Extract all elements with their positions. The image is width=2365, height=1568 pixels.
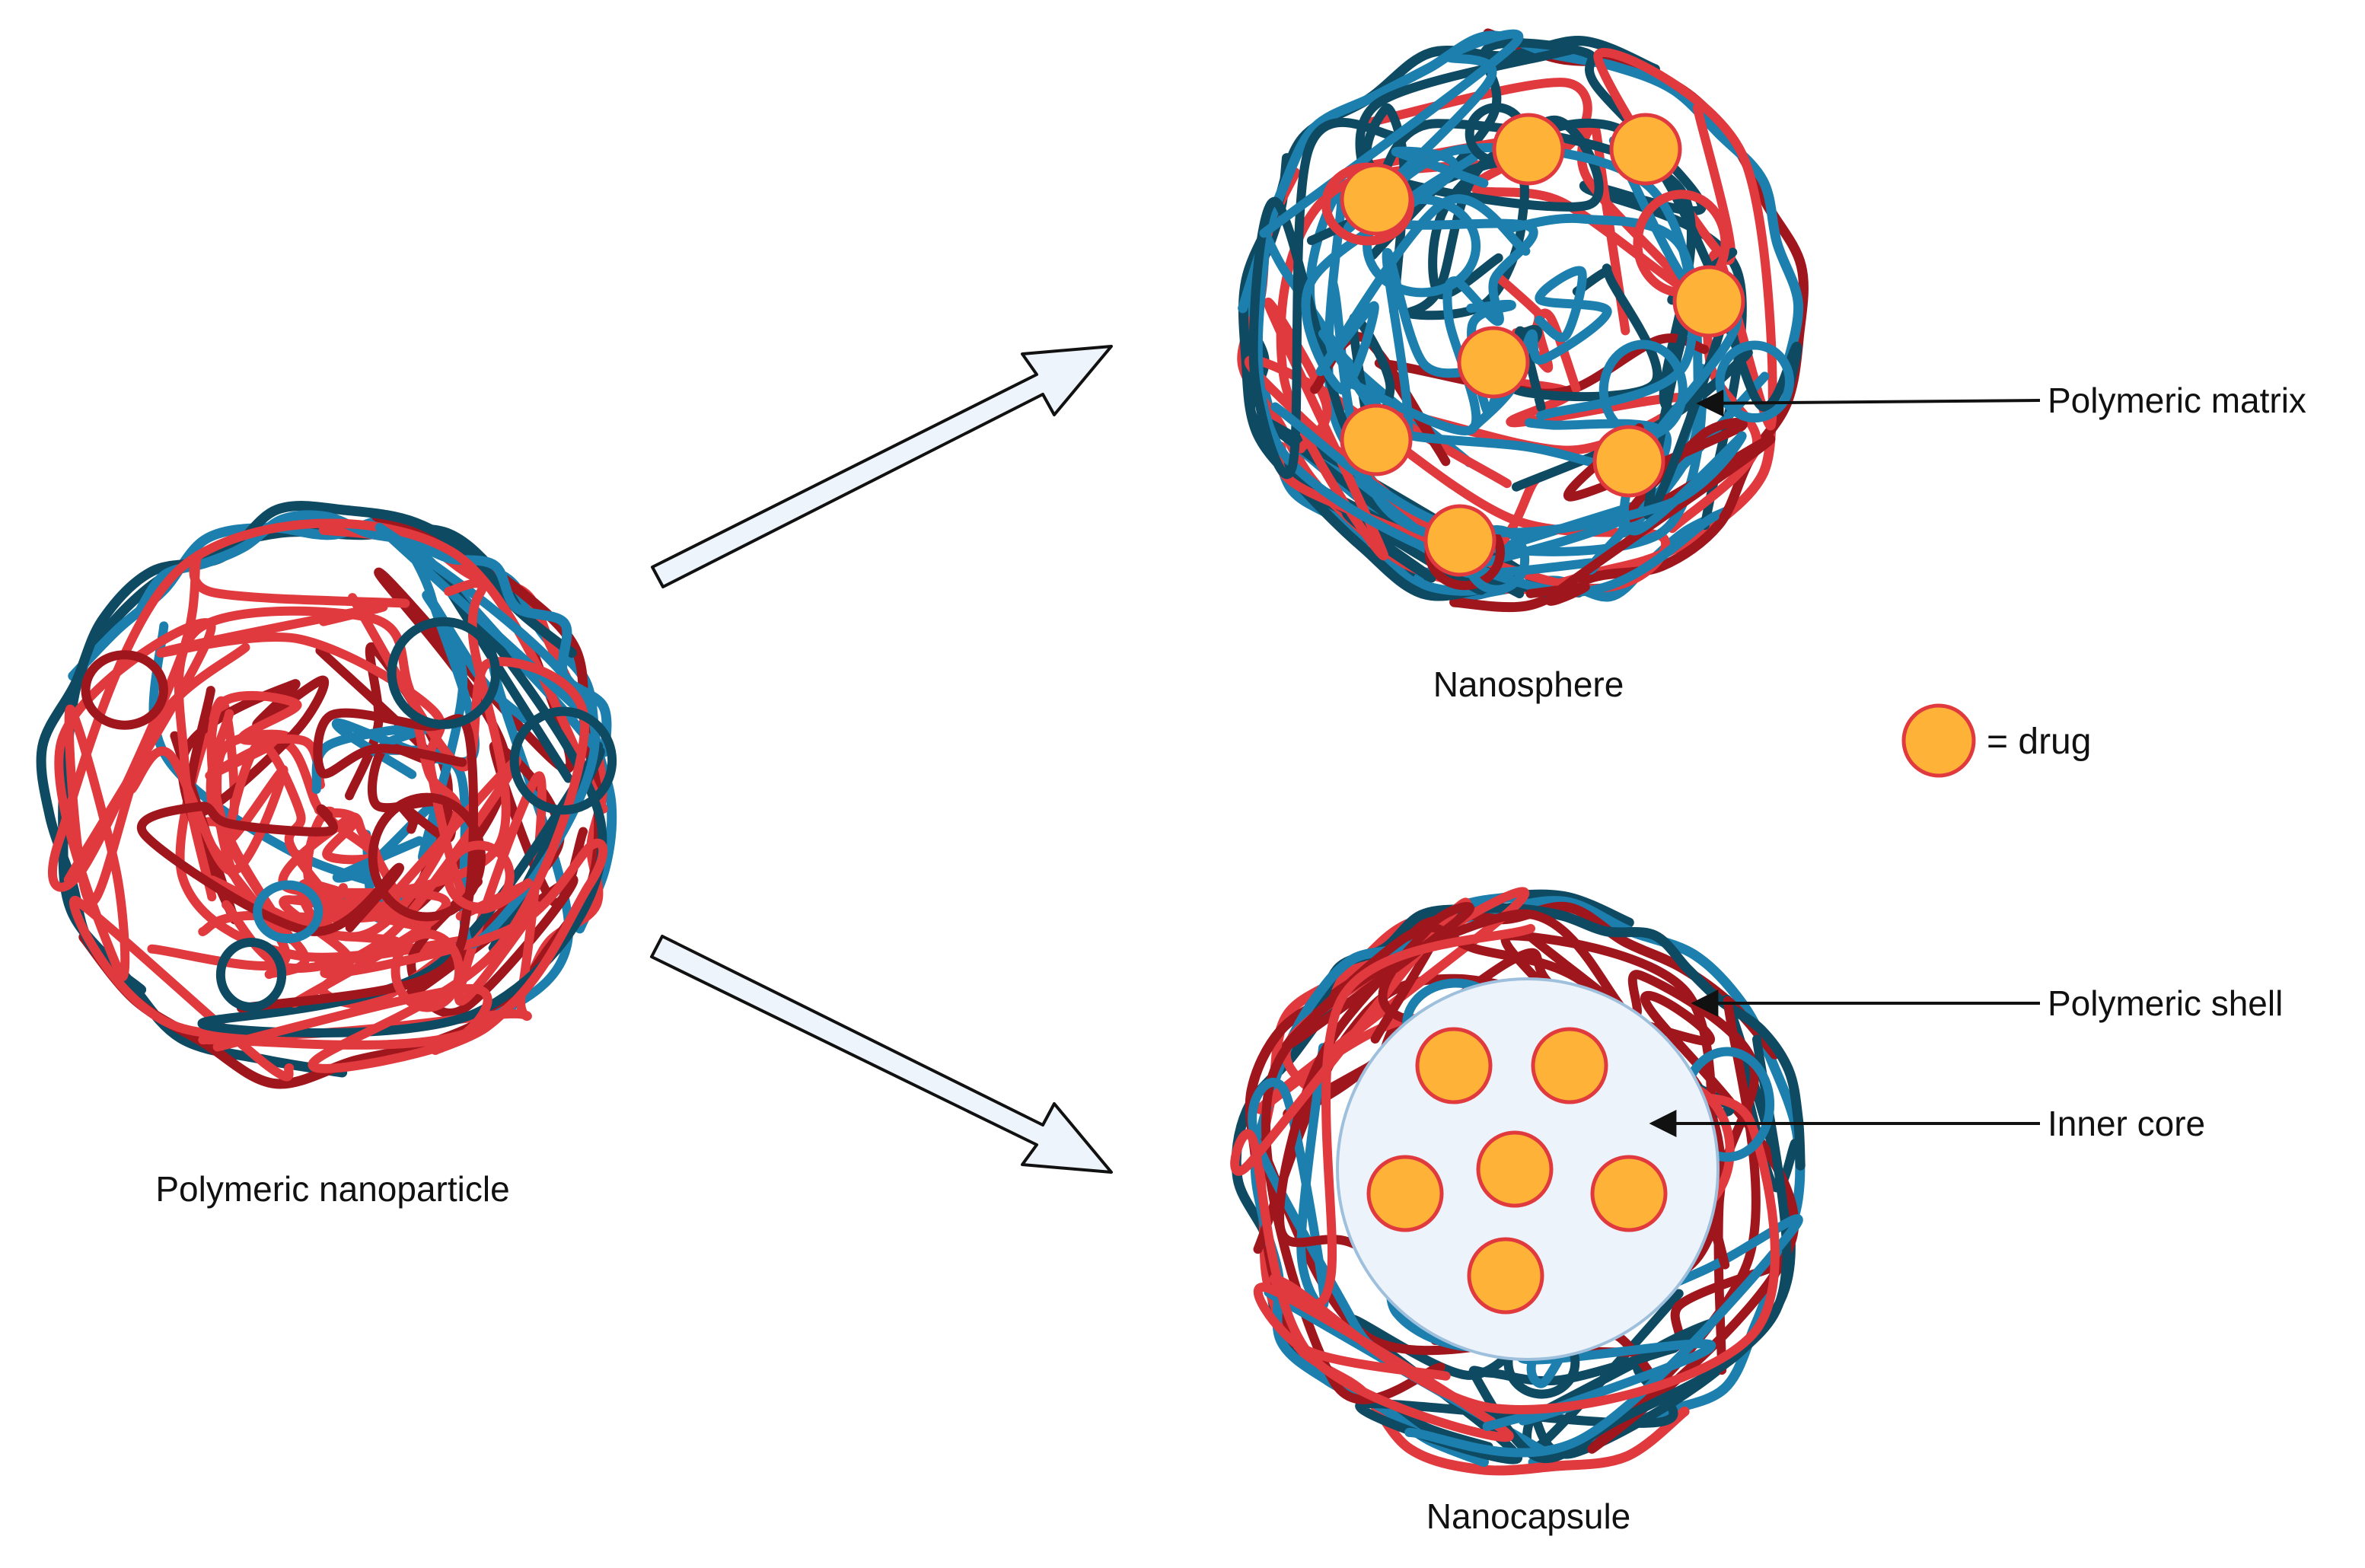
drug-particle-icon xyxy=(1901,703,1976,778)
drug-legend-label: = drug xyxy=(1987,722,2091,762)
drug-particle-icon xyxy=(1423,504,1496,577)
drug-particle-icon xyxy=(1340,163,1413,236)
polymeric-shell-label: Polymeric shell xyxy=(2048,983,2283,1023)
polymeric-nanoparticle-group: Polymeric nanoparticle xyxy=(36,501,617,1209)
drug-particle-icon xyxy=(1672,265,1745,338)
callout-inner-core: Inner core xyxy=(1649,1104,2205,1143)
polymeric-nanoparticle-label: Polymeric nanoparticle xyxy=(155,1169,509,1209)
callout-polymeric-matrix: Polymeric matrix xyxy=(1696,381,2306,420)
drug-legend: = drug xyxy=(1901,703,2091,778)
drug-particle-icon xyxy=(1340,403,1413,476)
nanocapsule-group: Nanocapsule xyxy=(1230,887,1806,1536)
nanosphere-label: Nanosphere xyxy=(1433,664,1624,704)
nanosphere-drugs xyxy=(1340,113,1745,577)
nanocapsule-drugs xyxy=(1366,1027,1668,1315)
drug-particle-icon xyxy=(1476,1130,1554,1208)
arrow-up-right xyxy=(651,345,1113,588)
drug-particle-icon xyxy=(1467,1237,1544,1315)
callout-polymeric-shell: Polymeric shell xyxy=(1691,983,2283,1023)
drug-particle-icon xyxy=(1415,1027,1493,1104)
polymer-coil-icon xyxy=(1237,28,1809,613)
nanosphere-group: Nanosphere xyxy=(1237,28,1809,704)
inner-core-label: Inner core xyxy=(2048,1104,2205,1143)
drug-particle-icon xyxy=(1457,326,1530,399)
drug-particle-icon xyxy=(1590,1155,1668,1232)
drug-particle-icon xyxy=(1531,1027,1608,1104)
drug-particle-icon xyxy=(1592,425,1665,498)
drug-particle-icon xyxy=(1492,113,1565,186)
arrow-down-right xyxy=(650,935,1113,1174)
nanocapsule-label: Nanocapsule xyxy=(1426,1496,1631,1536)
drug-particle-icon xyxy=(1609,113,1682,186)
polymer-coil-icon xyxy=(36,501,617,1089)
polymeric-matrix-label: Polymeric matrix xyxy=(2048,381,2306,420)
drug-particle-icon xyxy=(1366,1155,1444,1232)
